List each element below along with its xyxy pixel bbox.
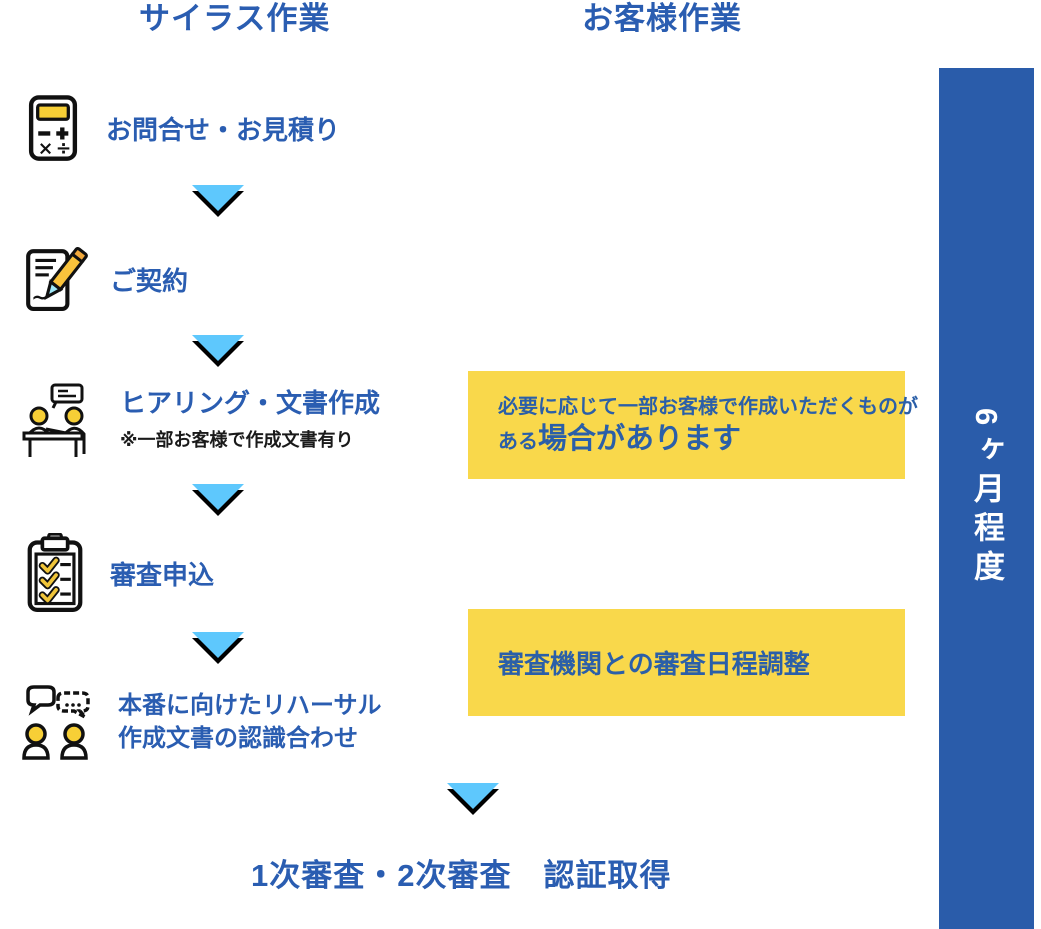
step-label-line1: 本番に向けたリハーサル [118,692,382,719]
down-arrow-icon [192,185,244,217]
step-label: 審査申込 [110,559,215,590]
down-arrow-icon [192,335,244,367]
step-examination-application: 審査申込 [22,533,214,613]
note-text: 審査機関との審査日程調整 [498,649,810,679]
down-arrow-icon [192,632,244,664]
step-label: ご契約 [110,265,189,296]
final-step-label: 1次審査・2次審査 認証取得 [251,858,672,893]
note-line2-prefix: ある [498,430,538,453]
column-header-customer: お客様作業 [582,1,742,36]
note-line2-emphasis: 場合があります [538,422,742,455]
step-label: ヒアリング・文書作成 [120,388,381,418]
step-hearing-documents: ヒアリング・文書作成 ※一部お客様で作成文書有り [22,383,380,461]
checklist-clipboard-icon [22,533,88,613]
step-label: お問合せ・お見積り [106,114,341,145]
down-arrow-icon [192,484,244,516]
contract-pen-icon: ~ [22,244,88,314]
note-line1: 必要に応じて一部お客様で作成いただくものが [498,395,918,418]
down-arrow-icon [447,783,499,815]
svg-text:~: ~ [31,285,48,309]
svg-text:×: × [38,138,54,159]
step-note: ※一部お客様で作成文書有り [120,430,354,450]
customer-note-box-documents: 必要に応じて一部お客様で作成いただくものが ある場合があります [468,371,918,479]
hearing-meeting-icon [22,383,98,459]
discussion-people-icon [22,684,96,760]
step-inquiry-estimate: × ÷ お問合せ・お見積り [22,93,340,163]
calculator-icon: × ÷ [22,93,84,163]
customer-note-box-schedule: 審査機関との審査日程調整 [468,609,905,716]
duration-label: 6ヶ月程度 [969,407,1004,590]
column-header-cyrus: サイラス作業 [139,1,331,36]
step-contract: ~ ご契約 [22,244,188,314]
step-rehearsal-alignment: 本番に向けたリハーサル 作成文書の認識合わせ [22,683,382,761]
duration-bar: 6ヶ月程度 [939,68,1034,929]
step-label-line2: 作成文書の認識合わせ [118,725,358,752]
note-line2: ある場合があります [498,422,905,459]
svg-text:÷: ÷ [56,138,72,159]
